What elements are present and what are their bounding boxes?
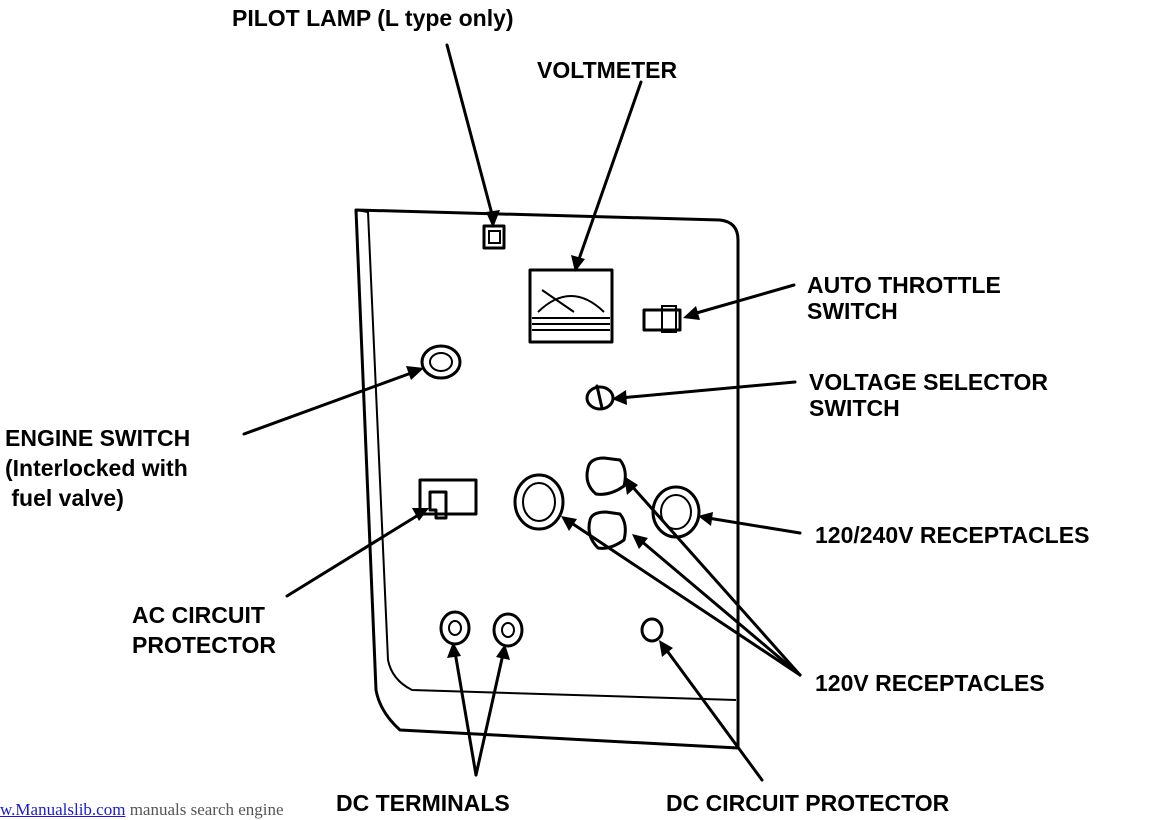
engine-switch-line-1: ENGINE SWITCH (5, 425, 191, 451)
manualslib-link[interactable]: w.Manualslib.com (0, 800, 126, 819)
ac-circuit-protector (418, 478, 478, 520)
dc-terminal-left (439, 610, 471, 646)
auto-throttle-line-1: AUTO THROTTLE (807, 272, 1001, 298)
auto-throttle-line-2: SWITCH (807, 298, 898, 324)
leader-lines (242, 43, 802, 782)
receptacle-lower (587, 510, 627, 550)
ac-circuit-protector-line-1: AC CIRCUIT (132, 602, 265, 628)
voltage-selector-switch-label: VOLTAGE SELECTOR SWITCH (809, 369, 1048, 421)
receptacles-120-240v-label: 120/240V RECEPTACLES (815, 522, 1090, 548)
voltage-selector-line-2: SWITCH (809, 395, 900, 421)
watermark-footer: w.Manualslib.com manuals search engine (0, 800, 380, 820)
ac-circuit-protector-line-2: PROTECTOR (132, 632, 276, 658)
pilot-lamp (482, 224, 506, 250)
dc-terminal-right (492, 612, 524, 648)
auto-throttle-switch (642, 305, 682, 333)
voltage-selector-switch (585, 384, 615, 411)
voltmeter-label: VOLTMETER (537, 57, 678, 83)
pilot-lamp-label: PILOT LAMP (L type only) (232, 5, 514, 31)
voltmeter (528, 268, 614, 344)
dc-circuit-protector-label: DC CIRCUIT PROTECTOR (666, 790, 950, 816)
engine-switch-line-3: fuel valve) (5, 485, 124, 511)
dc-circuit-protector (640, 617, 664, 643)
engine-switch-line-2: (Interlocked with (5, 455, 188, 481)
engine-switch-label: ENGINE SWITCH (Interlocked with fuel val… (5, 423, 190, 513)
receptacle-upper (585, 456, 627, 496)
ac-circuit-protector-label: AC CIRCUIT PROTECTOR (132, 600, 276, 660)
footer-suffix: manuals search engine (125, 800, 284, 819)
engine-switch (420, 344, 462, 380)
receptacle-round-right (651, 485, 701, 539)
voltage-selector-line-1: VOLTAGE SELECTOR (809, 369, 1048, 395)
receptacles-120v-label: 120V RECEPTACLES (815, 670, 1045, 696)
receptacle-round-left (513, 473, 565, 531)
auto-throttle-switch-label: AUTO THROTTLE SWITCH (807, 272, 1001, 324)
dc-terminals-label: DC TERMINALS (336, 790, 510, 816)
